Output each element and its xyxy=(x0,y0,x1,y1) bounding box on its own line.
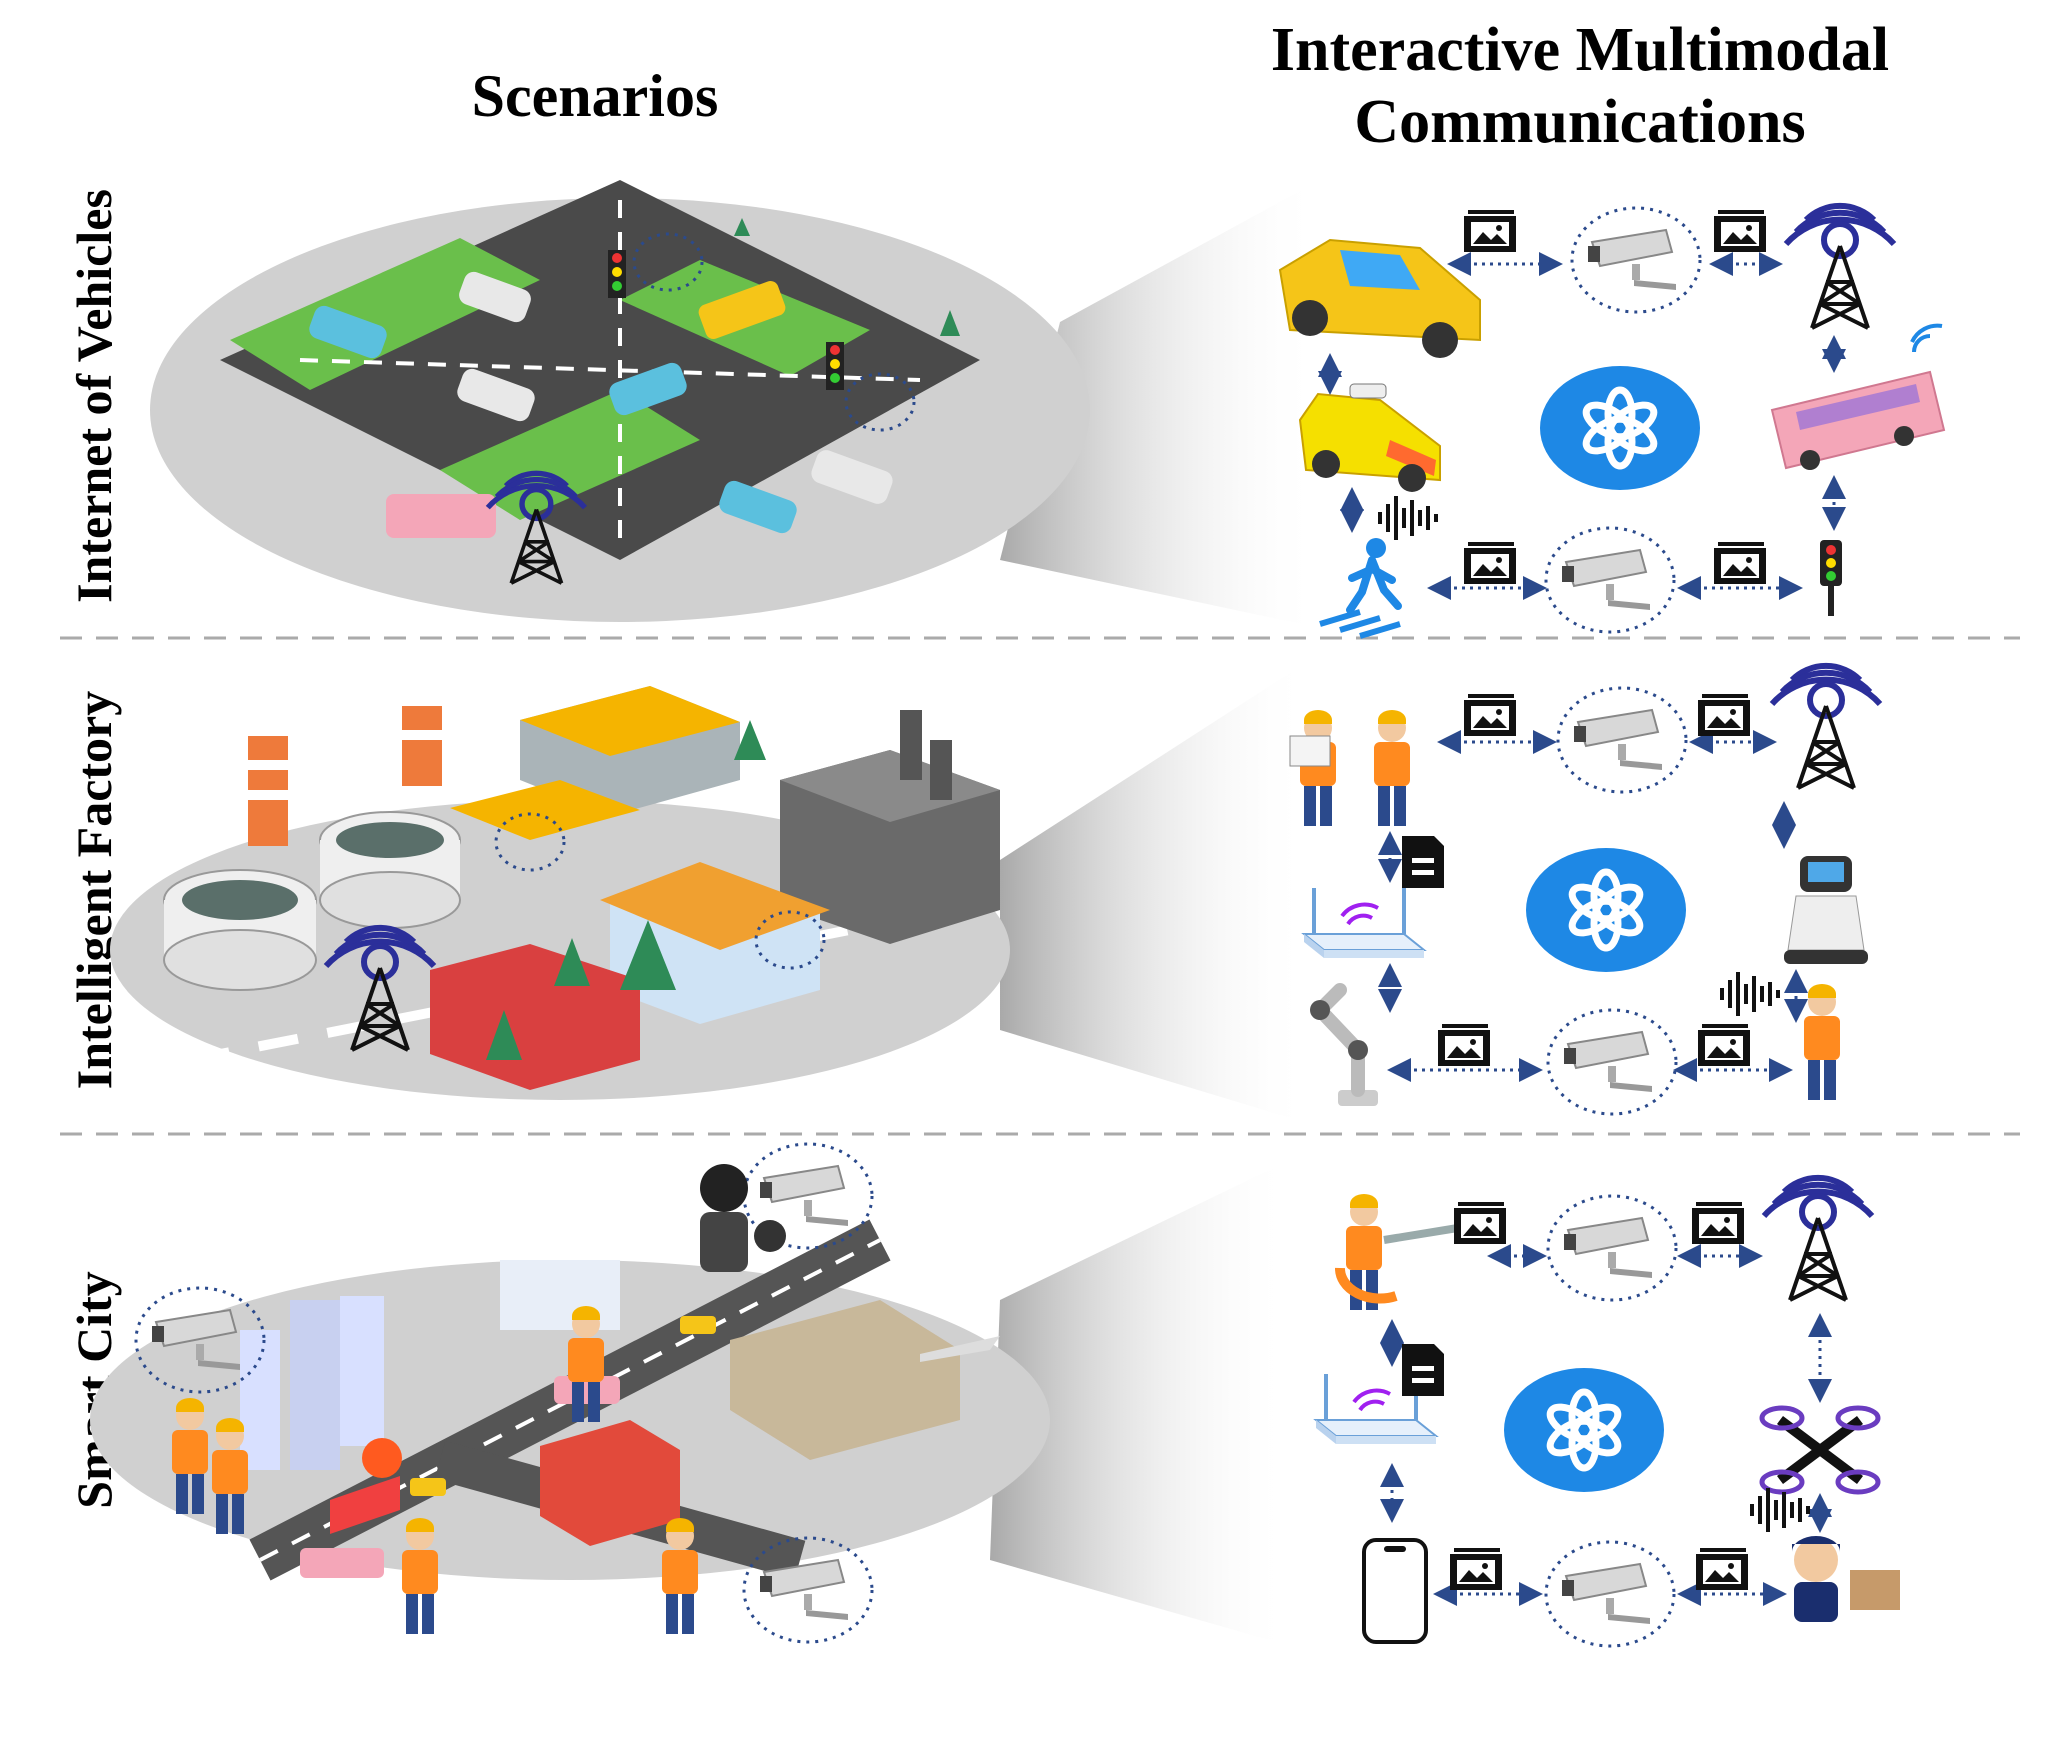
police-officer-node xyxy=(1792,1536,1900,1622)
if-scenario-illustration xyxy=(110,686,1010,1100)
robber-figure xyxy=(662,1518,698,1634)
imc-header: Interactive Multimodal Communications xyxy=(1200,14,1960,158)
image-icon xyxy=(1698,694,1750,736)
document-icon xyxy=(1402,836,1444,888)
camera-node-top xyxy=(1556,686,1688,794)
if-zoom-cone xyxy=(1000,660,1310,1124)
camera-node-bottom xyxy=(1544,526,1676,634)
audio-icon xyxy=(1750,1488,1810,1532)
image-icon xyxy=(1464,542,1516,584)
iov-scenario-illustration xyxy=(150,180,1090,622)
engineers-node xyxy=(1289,710,1410,826)
sc-scenario-illustration xyxy=(90,1142,1050,1644)
sc-zoom-cone xyxy=(990,1160,1290,1646)
base-station-node xyxy=(1764,1178,1872,1300)
camera-node-top xyxy=(1546,1194,1678,1302)
camera-node-bottom xyxy=(1546,1008,1678,1116)
base-station-node xyxy=(1786,206,1894,328)
image-icon xyxy=(1438,1024,1490,1066)
scenarios-header: Scenarios xyxy=(471,63,719,129)
image-icon xyxy=(1450,1548,1502,1590)
pedestrian-node xyxy=(1319,538,1402,639)
chatgpt-logo-icon xyxy=(1504,1368,1664,1492)
image-icon xyxy=(1454,1202,1506,1244)
service-robot-node xyxy=(1784,856,1868,964)
thief-figure xyxy=(700,1164,786,1272)
worker-node xyxy=(1804,984,1840,1100)
base-station-node xyxy=(1772,666,1880,788)
imc-header-line2: Communications xyxy=(1354,88,1806,156)
image-icon xyxy=(1464,694,1516,736)
iov-network xyxy=(1278,206,1946,639)
drone-node xyxy=(1759,1405,1881,1495)
image-icon xyxy=(1464,210,1516,252)
image-icon xyxy=(1698,1024,1750,1066)
wifi-router-node xyxy=(1302,886,1426,960)
bus-node xyxy=(1770,323,1946,470)
iov-zoom-cone xyxy=(1000,180,1320,628)
traffic-light-node xyxy=(1820,540,1842,616)
document-icon xyxy=(1402,1344,1444,1396)
image-icon xyxy=(1714,210,1766,252)
citizen-figure xyxy=(402,1518,438,1634)
robot-arm-node xyxy=(1310,983,1378,1106)
if-network xyxy=(1289,666,1880,1116)
chatgpt-logo-icon xyxy=(1540,366,1700,490)
camera-node-top xyxy=(1570,206,1702,314)
audio-icon xyxy=(1378,496,1438,540)
image-icon xyxy=(1714,542,1766,584)
imc-header-line1: Interactive Multimodal xyxy=(1270,16,1890,84)
chatgpt-logo-icon xyxy=(1526,848,1686,972)
sc-network xyxy=(1314,1178,1900,1648)
car-node xyxy=(1278,238,1481,358)
audio-icon xyxy=(1720,972,1780,1016)
image-icon xyxy=(1692,1202,1744,1244)
camera-node-bottom xyxy=(1544,1540,1676,1648)
smartphone-node xyxy=(1362,1538,1428,1644)
image-icon xyxy=(1696,1548,1748,1590)
inspection-car-node xyxy=(1298,383,1441,492)
